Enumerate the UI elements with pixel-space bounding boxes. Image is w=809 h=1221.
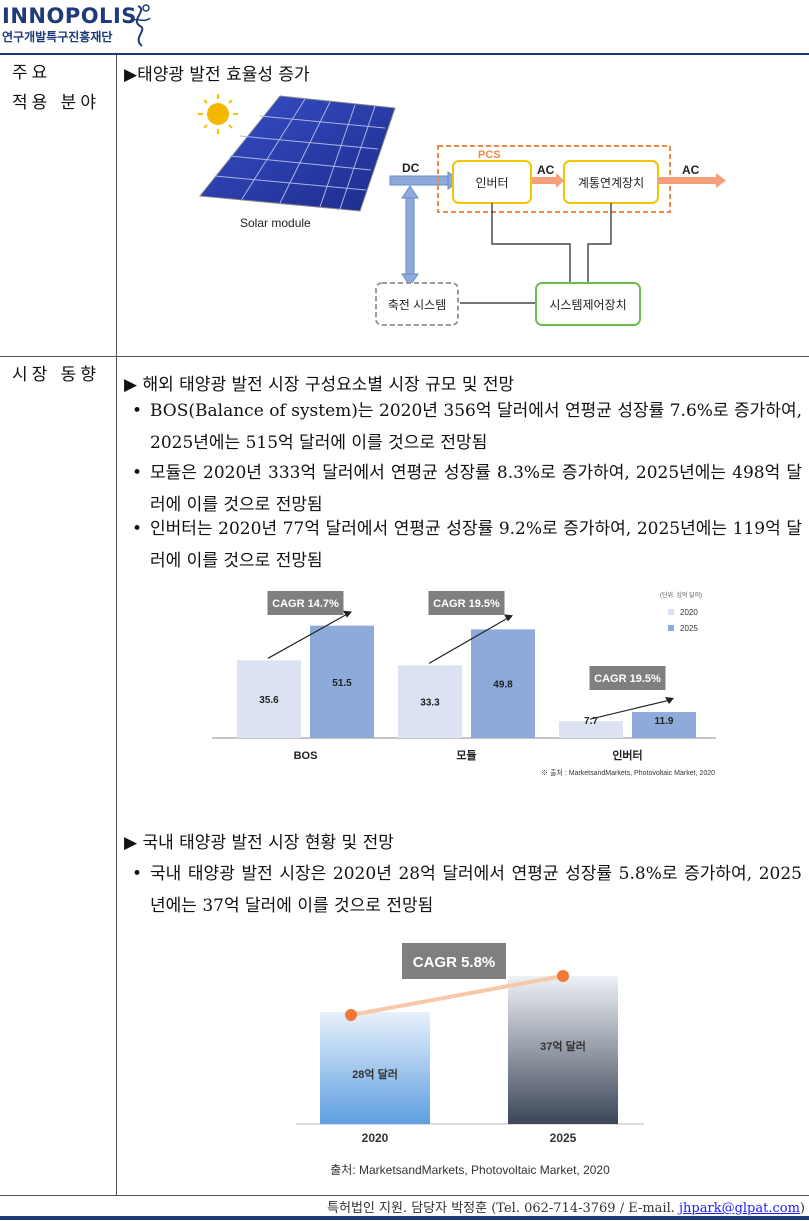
domestic-market-bar-chart: 28억 달러 2020 37억 달러 2025 CAGR 5.8% 출처: Markets… <box>296 943 644 1177</box>
table-row-divider <box>0 356 809 357</box>
bar-2025 <box>310 625 374 738</box>
pcs-label: PCS <box>478 149 501 161</box>
x-tick-label: 인버터 <box>612 748 642 762</box>
bar-2020 <box>559 721 623 738</box>
data-label: 37억 달러 <box>540 1039 586 1053</box>
bullet-icon: • <box>132 401 143 421</box>
solar-panel-icon <box>199 95 396 212</box>
bar-2025 <box>471 629 535 738</box>
logo-name: INNOPOLIS <box>2 4 137 28</box>
footer-divider <box>0 1216 809 1220</box>
bar-2020 <box>320 1012 430 1124</box>
cagr-label: CAGR 14.7% <box>272 598 339 610</box>
cagr-box <box>267 591 344 615</box>
trend-arrow <box>589 699 671 720</box>
legend-label: 2020 <box>680 608 698 617</box>
inverter-label: 인버터 <box>475 176 508 190</box>
cagr-label: CAGR 19.5% <box>594 673 661 685</box>
legend-label: 2025 <box>680 624 698 633</box>
trend-line <box>350 974 564 1017</box>
page-header: INNOPOLIS 연구개발특구진흥재단 <box>0 0 809 54</box>
x-tick-label: 2025 <box>550 1131 577 1145</box>
list-item: • 인버터는 2020년 77억 달러에서 연평균 성장률 9.2%로 증가하여… <box>132 513 802 577</box>
row-label-line: 적용 분야 <box>12 93 100 113</box>
unit-note: (단위: 십억 달러) <box>660 591 702 599</box>
cagr-box <box>428 591 505 615</box>
trend-arrowhead <box>504 614 513 622</box>
logo-org: 연구개발특구진흥재단 <box>2 30 113 44</box>
cagr-box <box>402 943 506 979</box>
data-label: 7.7 <box>584 716 598 727</box>
bullet-text: 국내 태양광 발전 시장은 2020년 28억 달러에서 연평균 성장률 5.8… <box>150 864 802 916</box>
section-title-domestic-market: ▶ 국내 태양광 발전 시장 현황 및 전망 <box>124 833 394 853</box>
bar-2025 <box>632 712 696 738</box>
contact-footer: 특허법인 지원. 담당자 박정훈 (Tel. 062-714-3769 / E-… <box>327 1197 805 1216</box>
pv-system-diagram: Solar module DC PCS 인버터 AC 계통연계장치 AC 축전 … <box>198 94 726 326</box>
section-title-efficiency: ▶태양광 발전 효율성 증가 <box>124 65 310 85</box>
system-control-label: 시스템제어장치 <box>549 298 626 312</box>
data-label: 35.6 <box>259 695 279 706</box>
trend-arrow <box>428 616 510 664</box>
bullet-icon: • <box>132 463 143 483</box>
trend-arrowhead <box>343 610 352 618</box>
cagr-box <box>589 666 666 690</box>
cagr-label: CAGR 19.5% <box>433 598 500 610</box>
chart-source: 출처: MarketsandMarkets, Photovoltaic Mark… <box>330 1163 610 1177</box>
footer-close: ) <box>799 1201 805 1216</box>
innopolis-logo-icon <box>127 4 151 47</box>
dc-label: DC <box>402 161 420 175</box>
bar-2020 <box>237 660 301 738</box>
bullet-text: 인버터는 2020년 77억 달러에서 연평균 성장률 9.2%로 증가하여, … <box>150 519 802 571</box>
footer-text: 특허법인 지원. 담당자 박정훈 (Tel. 062-714-3769 / E-… <box>327 1201 679 1216</box>
section-title-global-market: ▶ 해외 태양광 발전 시장 구성요소별 시장 규모 및 전망 <box>124 375 515 395</box>
table-bottom-border <box>0 1195 809 1196</box>
x-tick-label: 2020 <box>362 1131 389 1145</box>
data-label: 11.9 <box>655 716 674 727</box>
trend-point <box>345 1009 357 1021</box>
legend-swatch <box>668 625 674 631</box>
bar-2025 <box>508 976 618 1124</box>
trend-point <box>557 970 569 982</box>
ac-label-2: AC <box>682 163 700 177</box>
bullet-icon: • <box>132 519 143 539</box>
email-link[interactable]: jhpark@glpat.com <box>679 1201 800 1216</box>
storage-system-box <box>375 282 459 326</box>
table-column-divider <box>116 55 117 1195</box>
storage-system-label: 축전 시스템 <box>388 298 447 312</box>
global-market-bar-chart: 35.6 51.5 CAGR 14.7% BOS 33.3 49.8 CAGR 19.5% 모… <box>212 591 716 777</box>
cagr-label: CAGR 5.8% <box>413 954 496 971</box>
list-item: • 모듈은 2020년 333억 달러에서 연평균 성장률 8.3%로 증가하여… <box>132 457 802 521</box>
trend-arrow <box>267 613 349 659</box>
header-divider <box>0 53 809 55</box>
chart-source: ※ 출처 : MarketsandMarkets, Photovoltaic M… <box>541 768 715 777</box>
data-label: 33.3 <box>420 698 440 709</box>
x-tick-label: 모듈 <box>456 749 476 762</box>
legend-swatch <box>668 609 674 615</box>
list-item: • 국내 태양광 발전 시장은 2020년 28억 달러에서 연평균 성장률 5… <box>132 858 802 922</box>
x-tick-label: BOS <box>294 750 318 762</box>
data-label: 49.8 <box>493 680 513 691</box>
bar-2020 <box>398 665 462 738</box>
bullet-text: 모듈은 2020년 333억 달러에서 연평균 성장률 8.3%로 증가하여, … <box>150 463 802 515</box>
bullet-text: BOS(Balance of system)는 2020년 356억 달러에서 … <box>150 401 802 453</box>
solar-module-label: Solar module <box>240 216 311 230</box>
data-label: 51.5 <box>332 678 352 689</box>
grid-connection-label: 계통연계장치 <box>578 176 644 190</box>
list-item: • BOS(Balance of system)는 2020년 356억 달러에… <box>132 395 802 459</box>
row-label-market: 시장 동향 <box>12 365 100 385</box>
row-label-line: 주요 <box>12 63 52 83</box>
data-label: 28억 달러 <box>352 1067 398 1081</box>
row-label-application: 주요 적용 분야 <box>12 58 100 118</box>
ac-label-1: AC <box>537 163 555 177</box>
bullet-icon: • <box>132 864 143 884</box>
trend-arrowhead <box>665 697 674 705</box>
sun-icon <box>198 94 238 134</box>
system-control-box <box>535 282 641 326</box>
